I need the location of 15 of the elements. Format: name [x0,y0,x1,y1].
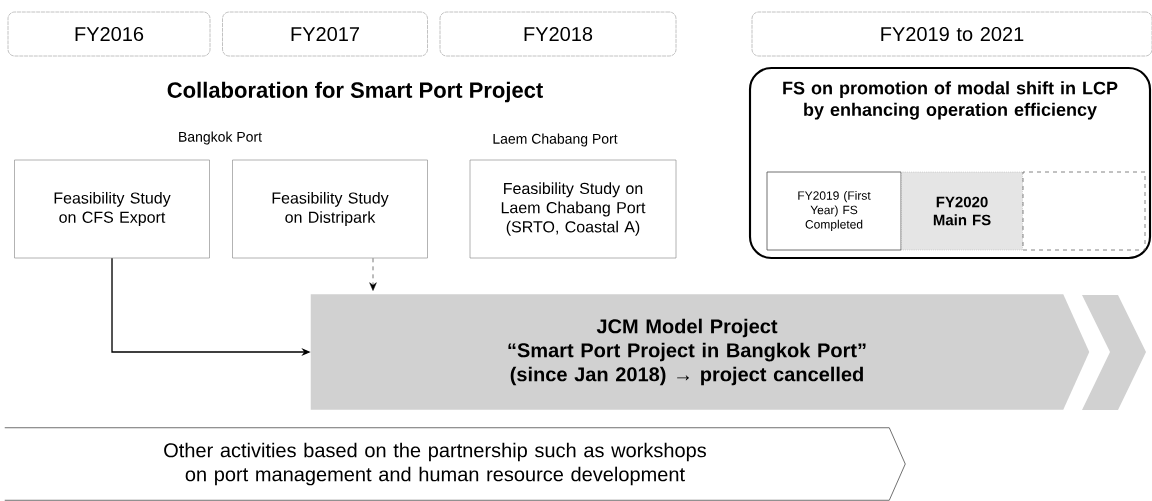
year-box: FY2017 [222,11,428,57]
port-label: Laem Chabang Port [493,133,618,147]
study-box: Feasibility Study on Laem Chabang Port (SRTO, Coastal A) [469,159,677,259]
year-box: FY2018 [439,11,677,57]
year-box: FY2016 [7,11,211,57]
phase-box: FY2019 (First Year) FS Completed [766,171,902,251]
port-label: Bangkok Port [179,131,262,145]
phase-box: FY2020 Main FS [901,171,1023,251]
section-heading: Collaboration for Smart Port Project [167,81,543,103]
study-box: Feasibility Study on Distripark [232,159,428,259]
phase-box [1022,171,1146,251]
year-box: FY2019 to 2021 [751,11,1152,57]
arrow [369,258,377,291]
study-box: Feasibility Study on CFS Export [14,159,210,259]
arrow-band: JCM Model Project “Smart Port Project in Bangkok Port” (since Jan 2018) → project cancelled [310,294,1090,410]
